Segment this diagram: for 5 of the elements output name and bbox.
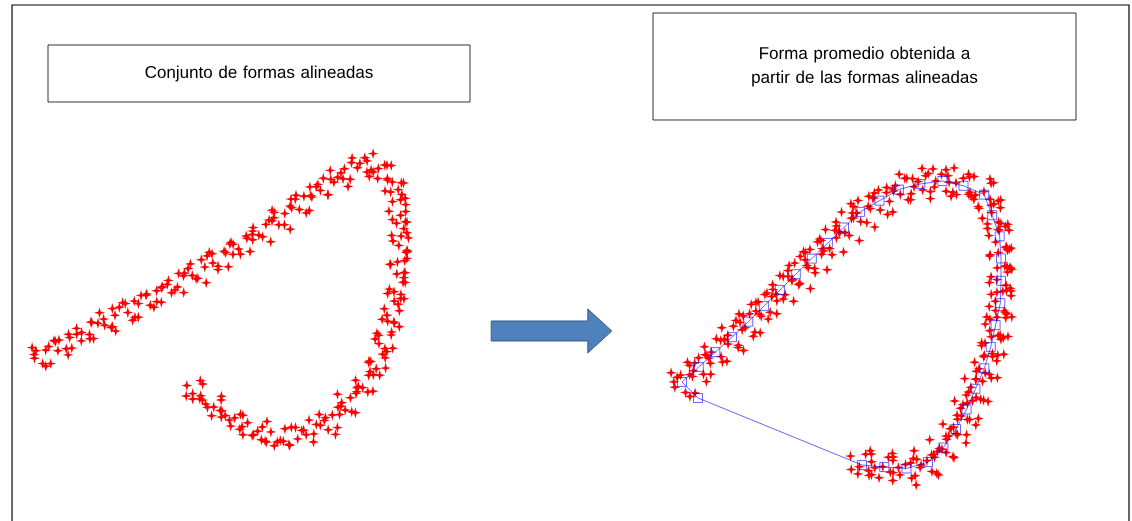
block-arrow: [490, 308, 613, 354]
text-box: Conjunto de formas alineadas: [47, 44, 471, 103]
mean-shape-drawing: [665, 162, 1018, 491]
text-box: Forma promedio obtenida a partir de las formas alineadas: [652, 12, 1077, 121]
point-cloud-drawing: [26, 148, 414, 452]
